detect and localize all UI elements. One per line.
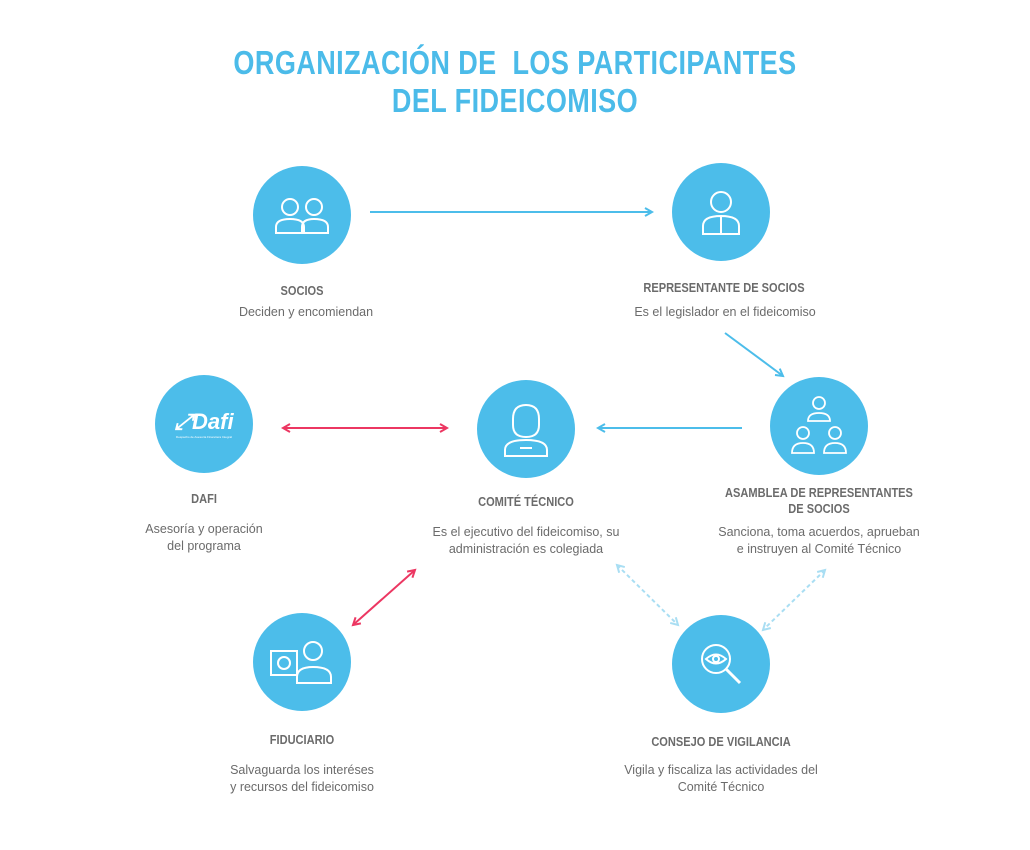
group-icon	[791, 396, 847, 454]
dafi-circle: ⤢Dafi Despacho de Asesoría Financiera In…	[155, 375, 253, 473]
fiduciario-title: FIDUCIARIO	[269, 732, 335, 747]
socios-title: SOCIOS	[280, 283, 324, 298]
socios-circle	[253, 166, 351, 264]
title-line-2: DEL FIDEICOMISO	[391, 82, 639, 119]
representante-desc: Es el legislador en el fideicomiso	[634, 305, 816, 319]
title-line-1: ORGANIZACIÓN DE LOS PARTICIPANTES	[233, 44, 797, 81]
socios-desc: Deciden y encomiendan	[238, 305, 374, 319]
asamblea-circle	[770, 377, 868, 475]
consejo-circle	[672, 615, 770, 713]
page-title: ORGANIZACIÓN DE LOS PARTICIPANTES DEL FI…	[93, 44, 938, 120]
person-suit-icon	[702, 191, 740, 235]
representante-title: REPRESENTANTE DE SOCIOS	[643, 280, 805, 295]
arrow-comite-consejo	[617, 565, 678, 625]
dafi-title: DAFI	[191, 491, 217, 506]
dafi-logo: ⤢Dafi Despacho de Asesoría Financiera In…	[174, 409, 234, 439]
two-people-icon	[275, 198, 329, 234]
arrow-fiduciario-comite	[353, 570, 415, 625]
safe-person-icon	[270, 641, 332, 684]
man-icon	[504, 403, 548, 457]
fiduciario-circle	[253, 613, 351, 711]
comite-title: COMITÉ TÉCNICO	[478, 494, 574, 509]
arrow-representante-asamblea	[724, 332, 783, 376]
representante-circle	[672, 163, 770, 261]
comite-circle	[477, 380, 575, 478]
eye-magnifier-icon	[701, 644, 742, 685]
arrow-asamblea-consejo	[763, 570, 825, 630]
consejo-title: CONSEJO DE VIGILANCIA	[651, 734, 791, 749]
